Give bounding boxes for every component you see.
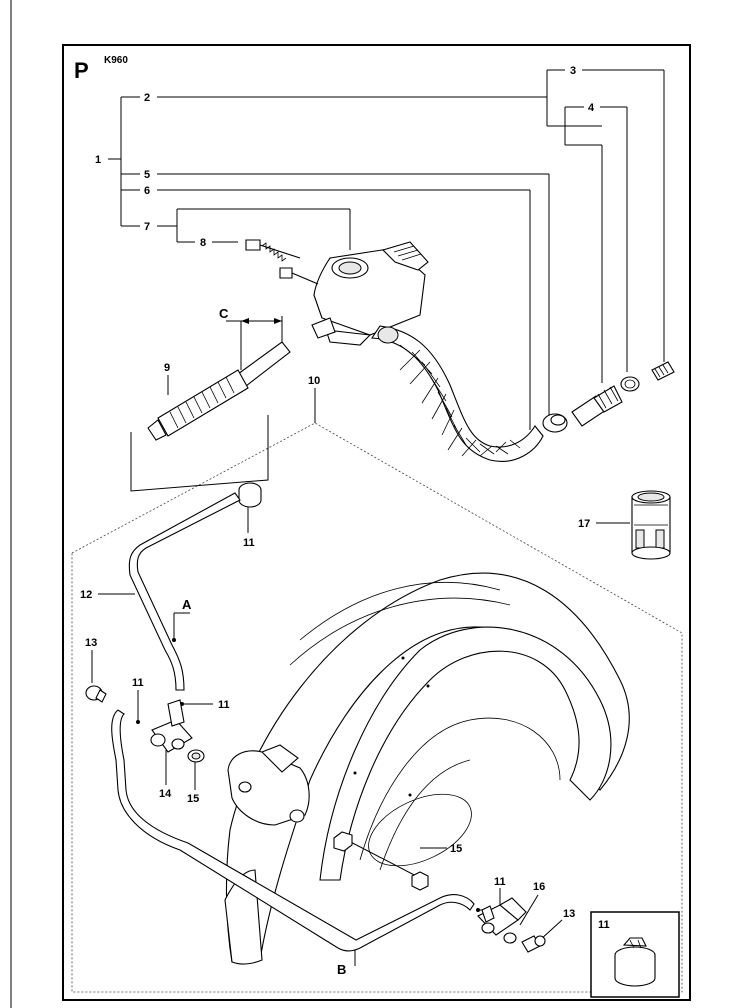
callout-11-top: 11 <box>243 537 255 549</box>
detail-box-label: 11 <box>598 919 610 931</box>
letter-b: B <box>337 962 346 977</box>
hose-clamp-top <box>238 482 262 508</box>
assembly-envelope <box>71 422 683 993</box>
callout-11-right: 11 <box>494 876 506 888</box>
callout-11-mid: 11 <box>218 699 230 711</box>
callout-13-right: 13 <box>563 908 575 920</box>
fitting-15-left <box>187 749 205 763</box>
water-hose-12 <box>128 492 241 691</box>
callout-14: 14 <box>159 788 172 800</box>
letter-a: A <box>182 597 192 612</box>
callout-16: 16 <box>533 881 545 893</box>
callout-8: 8 <box>200 237 206 249</box>
nut-guard <box>333 831 429 891</box>
callout-17: 17 <box>578 518 590 530</box>
cap-13-left <box>85 685 107 703</box>
nut-5 <box>542 413 568 433</box>
leader-lines <box>91 69 665 966</box>
callout-15-left: 15 <box>187 793 199 805</box>
callout-9: 9 <box>164 362 170 374</box>
filter-3 <box>651 361 675 381</box>
fitting-16 <box>477 897 527 944</box>
lower-hose <box>111 709 475 952</box>
section-letter: P <box>74 58 89 83</box>
callout-6: 6 <box>144 185 150 197</box>
model-label: K960 <box>104 55 128 66</box>
callout-10: 10 <box>308 375 320 387</box>
guard-bracket <box>227 744 310 826</box>
braided-hose <box>371 325 544 462</box>
callout-11-left: 11 <box>132 677 144 689</box>
callout-5: 5 <box>144 169 150 181</box>
callout-15-right: 15 <box>450 843 462 855</box>
blade-guard <box>224 572 630 965</box>
diagram-frame <box>62 44 691 1001</box>
screw-8 <box>245 239 319 285</box>
o-ring <box>620 376 640 392</box>
tap-housing <box>311 241 429 346</box>
callout-12: 12 <box>80 589 92 601</box>
callout-1: 1 <box>95 154 101 166</box>
callout-7: 7 <box>144 221 150 233</box>
hose-sleeve-9 <box>147 341 291 441</box>
cap-17 <box>631 490 671 560</box>
t-piece-14 <box>150 699 193 753</box>
callout-4: 4 <box>588 102 595 114</box>
callout-2: 2 <box>144 92 150 104</box>
callout-3: 3 <box>570 65 576 77</box>
screw-13-right <box>521 935 546 953</box>
callout-13-left: 13 <box>85 637 97 649</box>
connector-4 <box>571 385 623 427</box>
clamp-detail-icon <box>614 937 656 987</box>
letter-c: C <box>219 306 229 321</box>
